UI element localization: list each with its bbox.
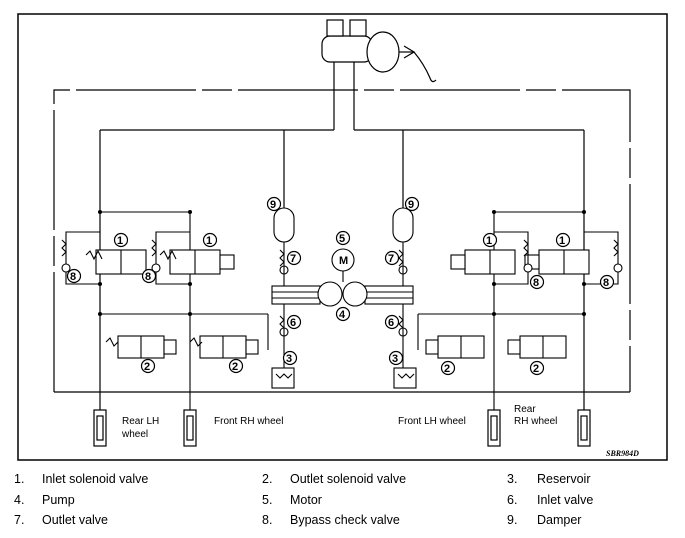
svg-text:5: 5 xyxy=(339,233,345,245)
legend-num: 4. xyxy=(14,493,25,507)
rear-rh-label-2: RH wheel xyxy=(514,416,557,427)
callout-numbers: 1 1 8 8 2 2 9 7 5 4 6 3 9 7 6 3 1 1 8 8 … xyxy=(70,199,609,375)
legend-num: 5. xyxy=(262,493,273,507)
figure-code: SBR984D xyxy=(606,449,639,458)
legend-num: 1. xyxy=(14,472,25,486)
svg-text:8: 8 xyxy=(603,277,609,289)
diagram-border xyxy=(17,13,668,461)
legend-num: 7. xyxy=(14,513,25,527)
wheel-cylinders xyxy=(93,409,591,447)
right-valve-group xyxy=(417,211,623,410)
legend-num: 2. xyxy=(262,472,273,486)
svg-text:3: 3 xyxy=(392,353,398,365)
wheel-labels: Rear LH wheel Front RH wheel Front LH wh… xyxy=(121,404,557,440)
master-cylinder xyxy=(321,19,437,83)
rear-rh-label-1: Rear xyxy=(514,404,536,415)
svg-text:9: 9 xyxy=(270,199,276,211)
svg-text:2: 2 xyxy=(232,361,238,373)
svg-text:2: 2 xyxy=(444,363,450,375)
legend-text: Motor xyxy=(290,493,322,507)
svg-text:2: 2 xyxy=(144,361,150,373)
svg-text:4: 4 xyxy=(339,309,346,321)
svg-text:6: 6 xyxy=(290,317,296,329)
legend: 1. Inlet solenoid valve 2. Outlet soleno… xyxy=(0,466,685,538)
legend-num: 6. xyxy=(507,493,518,507)
svg-text:7: 7 xyxy=(388,253,394,265)
legend-text: Outlet valve xyxy=(42,513,109,527)
legend-num: 9. xyxy=(507,513,518,527)
svg-text:8: 8 xyxy=(70,271,76,283)
svg-text:3: 3 xyxy=(286,353,292,365)
legend-text: Inlet valve xyxy=(537,493,594,507)
legend-text: Pump xyxy=(42,493,75,507)
svg-text:1: 1 xyxy=(206,235,212,247)
svg-text:9: 9 xyxy=(408,199,414,211)
legend-text: Reservoir xyxy=(537,472,591,486)
legend-text: Outlet solenoid valve xyxy=(290,472,407,486)
svg-text:2: 2 xyxy=(533,363,539,375)
legend-num: 8. xyxy=(262,513,273,527)
rear-lh-label-2: wheel xyxy=(121,429,148,440)
legend-text: Damper xyxy=(537,513,582,527)
legend-text: Bypass check valve xyxy=(290,513,400,527)
front-rh-label: Front RH wheel xyxy=(214,416,283,427)
svg-text:8: 8 xyxy=(145,271,151,283)
legend-num: 3. xyxy=(507,472,518,486)
svg-text:6: 6 xyxy=(388,317,394,329)
motor-symbol: M xyxy=(339,255,348,267)
legend-text: Inlet solenoid valve xyxy=(42,472,149,486)
svg-text:1: 1 xyxy=(486,235,492,247)
rear-lh-label-1: Rear LH xyxy=(122,416,159,427)
svg-text:8: 8 xyxy=(533,277,539,289)
svg-text:1: 1 xyxy=(559,235,565,247)
svg-text:1: 1 xyxy=(117,235,123,247)
pump-motor-assembly xyxy=(271,207,417,389)
front-lh-label: Front LH wheel xyxy=(398,416,466,427)
svg-text:7: 7 xyxy=(290,253,296,265)
left-valve-group xyxy=(61,211,269,410)
